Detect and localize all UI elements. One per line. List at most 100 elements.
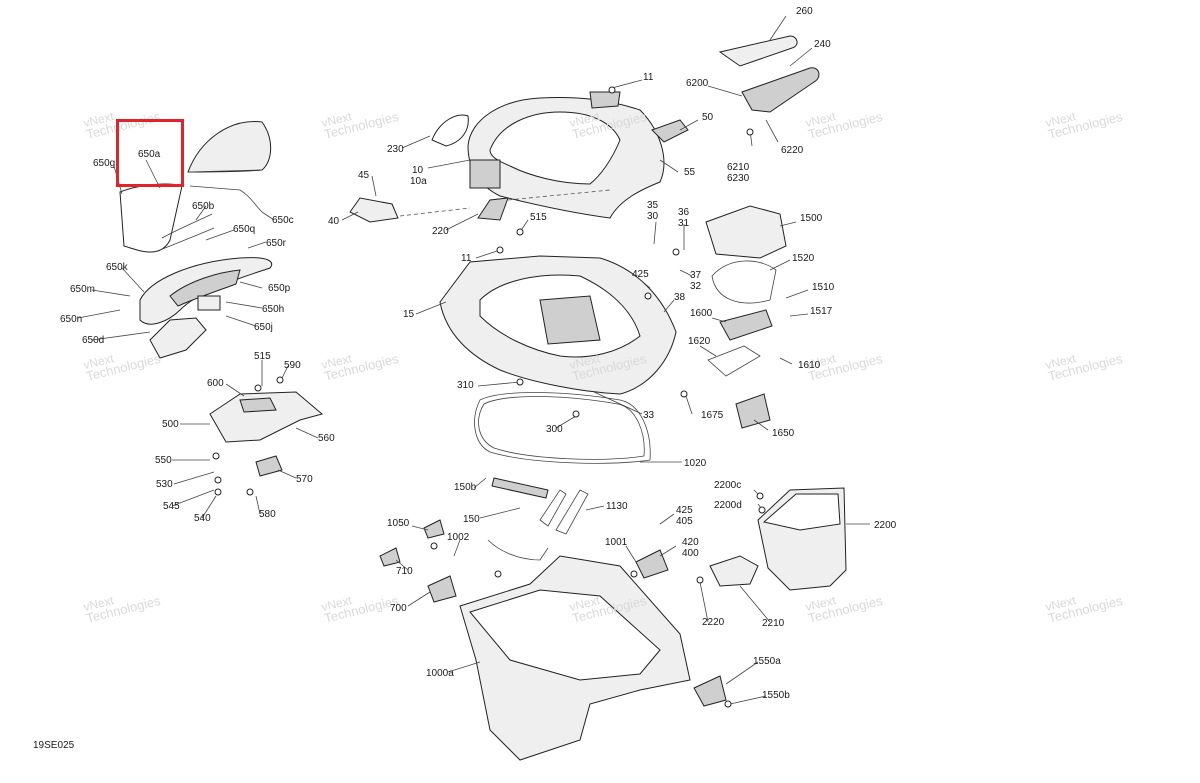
holder-570[interactable]	[255, 455, 283, 477]
part-label-37[interactable]: 37	[690, 270, 702, 281]
part-label-6210[interactable]: 6210	[727, 162, 750, 173]
part-label-650k[interactable]: 650k	[106, 262, 128, 273]
deflector-trim-650b[interactable]	[159, 185, 263, 251]
part-label-10[interactable]: 10	[412, 165, 424, 176]
part-label-1000a[interactable]: 1000a	[426, 668, 454, 679]
part-label-1050[interactable]: 1050	[387, 518, 410, 529]
part-label-650a[interactable]: 650a	[138, 149, 161, 160]
latch-1550a[interactable]	[693, 675, 727, 707]
part-label-32[interactable]: 32	[690, 281, 702, 292]
part-label-420[interactable]: 420	[682, 537, 699, 548]
part-label-230[interactable]: 230	[387, 144, 404, 155]
part-label-240[interactable]: 240	[814, 39, 831, 50]
part-label-35[interactable]: 35	[647, 200, 659, 211]
part-label-650j[interactable]: 650j	[254, 322, 273, 333]
part-label-650c[interactable]: 650c	[272, 215, 294, 226]
part-label-650p[interactable]: 650p	[268, 283, 291, 294]
part-label-1550b[interactable]: 1550b	[762, 690, 790, 701]
handle-grip-240[interactable]	[741, 67, 820, 113]
part-label-650n[interactable]: 650n	[60, 314, 83, 325]
part-label-540[interactable]: 540	[194, 513, 211, 524]
part-label-650r[interactable]: 650r	[266, 238, 287, 249]
part-label-2220[interactable]: 2220	[702, 617, 725, 628]
strap-1002[interactable]	[487, 539, 549, 561]
part-label-500[interactable]: 500	[162, 419, 179, 430]
part-label-710[interactable]: 710	[396, 566, 413, 577]
deck-structure-15[interactable]	[439, 255, 677, 395]
part-label-560[interactable]: 560	[318, 433, 335, 444]
spring-150[interactable]	[491, 477, 549, 499]
storage-bin-1000a[interactable]	[459, 555, 691, 761]
part-label-1001[interactable]: 1001	[605, 537, 628, 548]
part-label-45[interactable]: 45	[358, 170, 370, 181]
part-label-700[interactable]: 700	[390, 603, 407, 614]
part-label-1675[interactable]: 1675	[701, 410, 724, 421]
bracket-420[interactable]	[635, 549, 669, 579]
part-label-300[interactable]: 300	[546, 424, 563, 435]
part-label-15[interactable]: 15	[403, 309, 415, 320]
handle-grip-260[interactable]	[718, 35, 798, 67]
part-label-580[interactable]: 580	[259, 509, 276, 520]
part-label-1650[interactable]: 1650	[772, 428, 795, 439]
part-label-515[interactable]: 515	[254, 351, 271, 362]
bracket-500[interactable]	[209, 391, 324, 443]
part-label-6230[interactable]: 6230	[727, 173, 750, 184]
trim-220[interactable]	[477, 197, 509, 221]
part-label-6220[interactable]: 6220	[781, 145, 804, 156]
filter-1650[interactable]	[735, 393, 771, 429]
part-label-650g[interactable]: 650g	[93, 158, 116, 169]
part-label-260[interactable]: 260	[796, 6, 813, 17]
part-label-33[interactable]: 33	[643, 410, 655, 421]
seal-300[interactable]	[474, 392, 651, 464]
part-label-11[interactable]: 11	[643, 72, 654, 83]
side-panel-650k[interactable]	[139, 257, 273, 359]
part-label-1600[interactable]: 1600	[690, 308, 713, 319]
part-label-1020[interactable]: 1020	[684, 458, 707, 469]
part-label-150[interactable]: 150	[463, 514, 480, 525]
part-label-550[interactable]: 550	[155, 455, 172, 466]
part-label-1620[interactable]: 1620	[688, 336, 711, 347]
part-label-220[interactable]: 220	[432, 226, 449, 237]
part-label-11[interactable]: 11	[461, 253, 472, 264]
part-label-650d[interactable]: 650d	[82, 335, 105, 346]
part-label-2210[interactable]: 2210	[762, 618, 785, 629]
part-label-38[interactable]: 38	[674, 292, 686, 303]
part-label-6200[interactable]: 6200	[686, 78, 709, 89]
part-label-545[interactable]: 545	[163, 501, 180, 512]
part-label-1550a[interactable]: 1550a	[753, 656, 781, 667]
strap-1130[interactable]	[539, 489, 589, 535]
connector-700[interactable]	[427, 575, 457, 603]
part-label-1610[interactable]: 1610	[798, 360, 821, 371]
part-label-405[interactable]: 405	[676, 516, 693, 527]
part-label-1002[interactable]: 1002	[447, 532, 470, 543]
part-label-650b[interactable]: 650b	[192, 201, 215, 212]
bracket-2210[interactable]	[709, 555, 759, 587]
bracket-1050[interactable]	[379, 519, 445, 567]
part-label-425[interactable]: 425	[632, 269, 649, 280]
part-label-600[interactable]: 600	[207, 378, 224, 389]
part-label-10a[interactable]: 10a	[410, 176, 427, 187]
seal-1620[interactable]	[707, 345, 761, 377]
part-label-590[interactable]: 590	[284, 360, 301, 371]
part-label-650q[interactable]: 650q	[233, 224, 256, 235]
gauge-cluster-50[interactable]	[651, 119, 689, 143]
mirror-cover-230[interactable]	[431, 114, 469, 147]
part-label-310[interactable]: 310	[457, 380, 474, 391]
part-label-50[interactable]: 50	[702, 112, 714, 123]
part-label-650h[interactable]: 650h	[262, 304, 285, 315]
latch-1600[interactable]	[719, 309, 773, 341]
part-label-2200c[interactable]: 2200c	[714, 480, 742, 491]
cover-40[interactable]	[349, 197, 399, 223]
part-label-400[interactable]: 400	[682, 548, 699, 559]
part-label-40[interactable]: 40	[328, 216, 340, 227]
part-label-2200[interactable]: 2200	[874, 520, 897, 531]
part-label-2200d[interactable]: 2200d	[714, 500, 742, 511]
frame-1520[interactable]	[711, 260, 777, 304]
part-label-150b[interactable]: 150b	[454, 482, 477, 493]
part-label-515[interactable]: 515	[530, 212, 547, 223]
part-label-1510[interactable]: 1510	[812, 282, 835, 293]
part-label-650m[interactable]: 650m	[70, 284, 96, 295]
part-label-570[interactable]: 570	[296, 474, 313, 485]
part-label-1520[interactable]: 1520	[792, 253, 815, 264]
storage-bin-2200[interactable]	[757, 487, 847, 591]
